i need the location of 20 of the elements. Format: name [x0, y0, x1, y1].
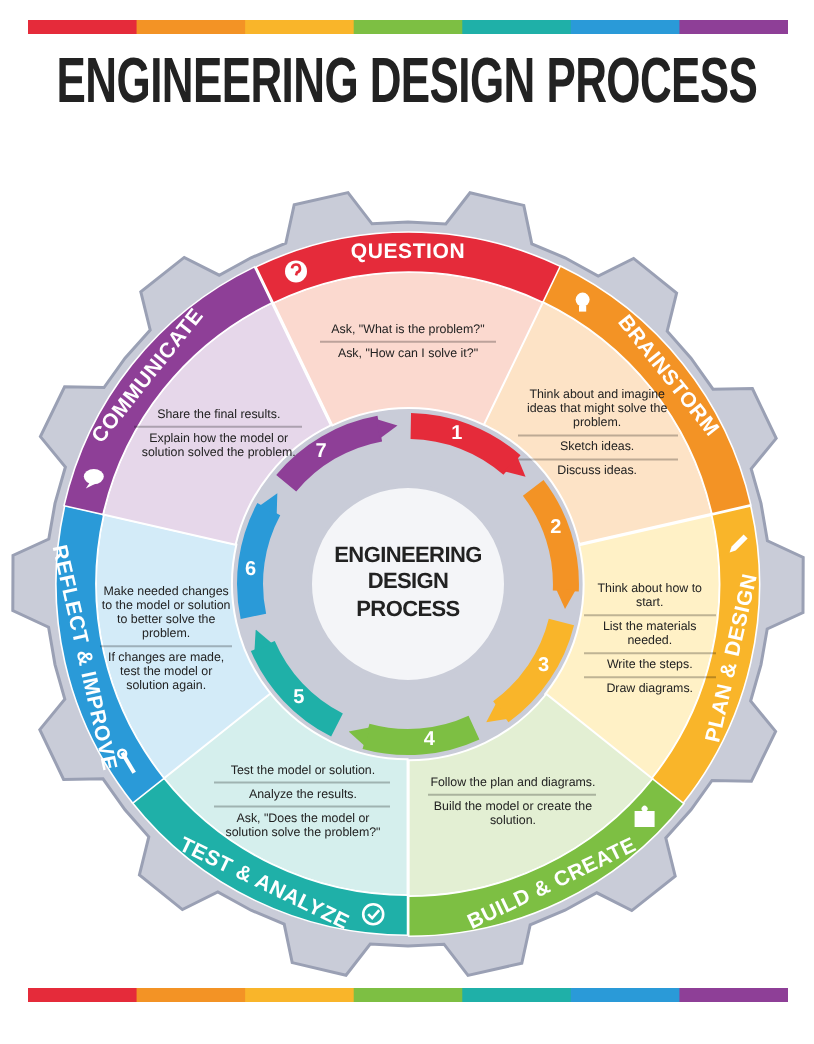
center-title: ENGINEERING DESIGN PROCESS: [332, 544, 484, 624]
step-arrow: [237, 492, 281, 619]
edge-label: 6: [245, 558, 257, 581]
process-sector: [409, 693, 684, 936]
title: ENGINEERING DESIGN PROCESS: [54, 44, 760, 120]
edge-label: 2: [550, 517, 562, 540]
step-arrow: [409, 413, 527, 477]
edge-label: 3: [538, 654, 550, 677]
step-arrow: [251, 629, 344, 737]
process-sector: [484, 266, 751, 544]
step-arrow: [276, 415, 398, 493]
step-arrow: [486, 618, 574, 724]
edge-label: 1: [451, 422, 463, 445]
edge-label: 7: [315, 441, 327, 464]
edge-label: 4: [423, 729, 435, 752]
edge-label: 5: [293, 687, 305, 710]
sector-heading: QUESTION: [350, 239, 466, 264]
step-arrow: [348, 715, 479, 755]
process-sector: [64, 268, 331, 545]
step-arrow: [522, 480, 579, 609]
